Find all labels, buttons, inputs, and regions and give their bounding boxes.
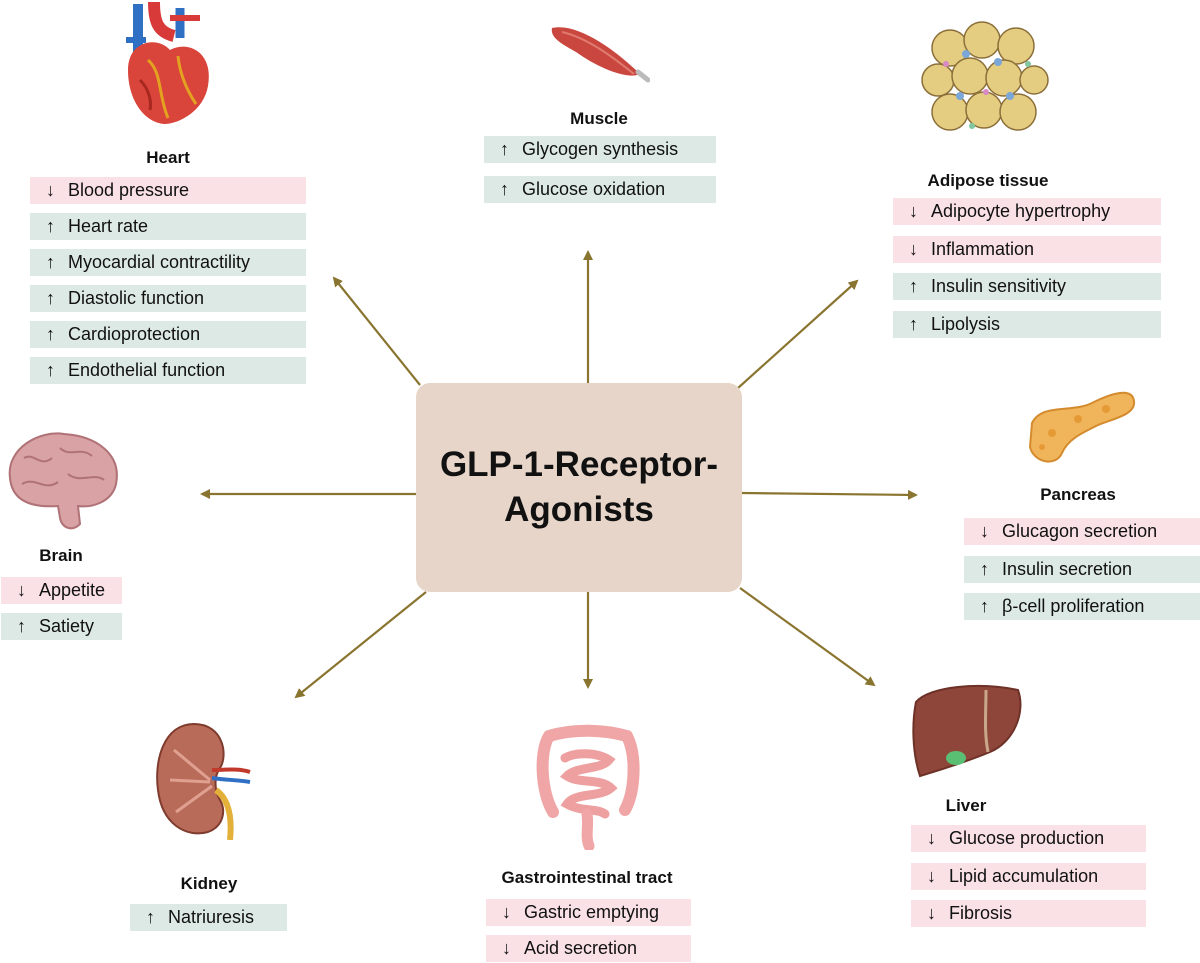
gi-effect-label: Acid secretion xyxy=(524,938,638,958)
heart-effect-row: ↑ Endothelial function xyxy=(30,357,306,384)
heart-effect-row: ↑ Myocardial contractility xyxy=(30,249,306,276)
heart-title: Heart xyxy=(146,148,190,167)
pancreas-title: Pancreas xyxy=(1040,485,1116,504)
muscle-effect-label: Glucose oxidation xyxy=(522,179,666,199)
gi-effect-row: ↓ Gastric emptying xyxy=(486,899,691,926)
decrease-arrow-icon: ↓ xyxy=(502,938,511,958)
adipose-effect-label: Adipocyte hypertrophy xyxy=(931,201,1111,221)
arrow-to-heart xyxy=(332,276,421,386)
muscle-effect-row: ↑ Glucose oxidation xyxy=(484,176,716,203)
muscle-icon xyxy=(551,27,650,83)
pancreas-effect-label: β-cell proliferation xyxy=(1002,596,1145,616)
kidney-effect-row: ↑ Natriuresis xyxy=(130,904,287,931)
muscle-effect-label: Glycogen synthesis xyxy=(522,139,679,159)
heart-effect-label: Myocardial contractility xyxy=(68,252,251,272)
arrow-to-pancreas xyxy=(741,489,918,500)
arrow-to-adipose xyxy=(737,279,859,389)
liver-effect-row: ↓ Fibrosis xyxy=(911,900,1146,927)
kidney-title: Kidney xyxy=(180,874,238,893)
brain-title: Brain xyxy=(39,546,83,565)
adipose-tissue-icon xyxy=(921,21,1049,131)
kidney-effect-label: Natriuresis xyxy=(168,907,255,927)
decrease-arrow-icon: ↓ xyxy=(909,238,918,259)
heart-effect-label: Endothelial function xyxy=(68,360,226,380)
decrease-arrow-icon: ↓ xyxy=(927,865,936,886)
pancreas-icon xyxy=(1028,391,1136,463)
decrease-arrow-icon: ↓ xyxy=(17,580,26,600)
adipose-effect-label: Inflammation xyxy=(931,238,1035,259)
adipose-effect-row: ↑ Insulin sensitivity xyxy=(893,273,1161,300)
liver-effect-row: ↓ Lipid accumulation xyxy=(911,862,1146,890)
decrease-arrow-icon: ↓ xyxy=(909,201,918,221)
decrease-arrow-icon: ↓ xyxy=(980,521,989,541)
center-box: GLP-1-Receptor-Agonists xyxy=(416,383,742,592)
muscle-effect-row: ↑ Glycogen synthesis xyxy=(484,136,716,163)
decrease-arrow-icon: ↓ xyxy=(46,180,55,200)
decrease-arrow-icon: ↓ xyxy=(927,828,936,848)
liver-effect-label: Glucose production xyxy=(949,828,1105,848)
increase-arrow-icon: ↑ xyxy=(980,596,989,616)
arrow-to-liver xyxy=(739,587,876,687)
pancreas-effect-row: ↑ Insulin secretion xyxy=(964,555,1200,583)
increase-arrow-icon: ↑ xyxy=(909,276,918,296)
muscle-title: Muscle xyxy=(570,109,628,128)
increase-arrow-icon: ↑ xyxy=(500,139,509,159)
liver-icon xyxy=(912,685,1022,778)
adipose-effect-row: ↑ Lipolysis xyxy=(893,310,1161,338)
heart-effect-row: ↓ Blood pressure xyxy=(30,177,306,204)
heart-effect-row: ↑ Heart rate xyxy=(30,213,306,240)
liver-title: Liver xyxy=(945,796,987,815)
gi-effect-row: ↓ Acid secretion xyxy=(486,935,691,962)
brain-icon xyxy=(8,432,118,530)
decrease-arrow-icon: ↓ xyxy=(502,902,511,922)
brain-effect-row: ↓ Appetite xyxy=(1,577,122,604)
adipose-effect-row: ↓ Inflammation xyxy=(893,235,1161,263)
decrease-arrow-icon: ↓ xyxy=(927,903,936,923)
adipose-tissue-title: Adipose tissue xyxy=(927,171,1049,190)
increase-arrow-icon: ↑ xyxy=(17,616,26,636)
brain-effect-label: Satiety xyxy=(39,616,95,636)
heart-effect-label: Blood pressure xyxy=(68,180,190,200)
increase-arrow-icon: ↑ xyxy=(46,360,55,380)
heart-effect-label: Cardioprotection xyxy=(68,324,201,344)
center-title: GLP-1-Receptor-Agonists xyxy=(439,444,719,529)
heart-effect-label: Diastolic function xyxy=(68,288,205,308)
liver-effect-row: ↓ Glucose production xyxy=(911,825,1146,852)
increase-arrow-icon: ↑ xyxy=(46,252,55,272)
arrow-to-kidney xyxy=(294,591,427,699)
pancreas-effect-row: ↑ β-cell proliferation xyxy=(964,593,1200,620)
increase-arrow-icon: ↑ xyxy=(46,216,55,236)
heart-icon xyxy=(126,1,209,124)
increase-arrow-icon: ↑ xyxy=(909,313,918,334)
increase-arrow-icon: ↑ xyxy=(146,907,155,927)
adipose-effect-label: Insulin sensitivity xyxy=(931,276,1067,296)
increase-arrow-icon: ↑ xyxy=(980,558,989,579)
adipose-effect-label: Lipolysis xyxy=(931,313,1001,334)
adipose-effect-row: ↓ Adipocyte hypertrophy xyxy=(893,198,1161,225)
heart-effect-row: ↑ Diastolic function xyxy=(30,285,306,312)
pancreas-effect-label: Glucagon secretion xyxy=(1002,521,1158,541)
gi-effect-label: Gastric emptying xyxy=(524,902,660,922)
gastrointestinal-tract-icon xyxy=(536,724,640,850)
increase-arrow-icon: ↑ xyxy=(46,288,55,308)
heart-effect-label: Heart rate xyxy=(68,216,149,236)
heart-effect-row: ↑ Cardioprotection xyxy=(30,321,306,348)
pancreas-effect-row: ↓ Glucagon secretion xyxy=(964,518,1200,545)
liver-effect-label: Fibrosis xyxy=(949,903,1013,923)
gastrointestinal-tract-title: Gastrointestinal tract xyxy=(501,868,673,887)
brain-effect-label: Appetite xyxy=(39,580,106,600)
increase-arrow-icon: ↑ xyxy=(500,179,509,199)
pancreas-effect-label: Insulin secretion xyxy=(1002,558,1133,579)
liver-effect-label: Lipid accumulation xyxy=(949,865,1099,886)
kidney-icon xyxy=(156,722,251,840)
increase-arrow-icon: ↑ xyxy=(46,324,55,344)
brain-effect-row: ↑ Satiety xyxy=(1,613,122,640)
